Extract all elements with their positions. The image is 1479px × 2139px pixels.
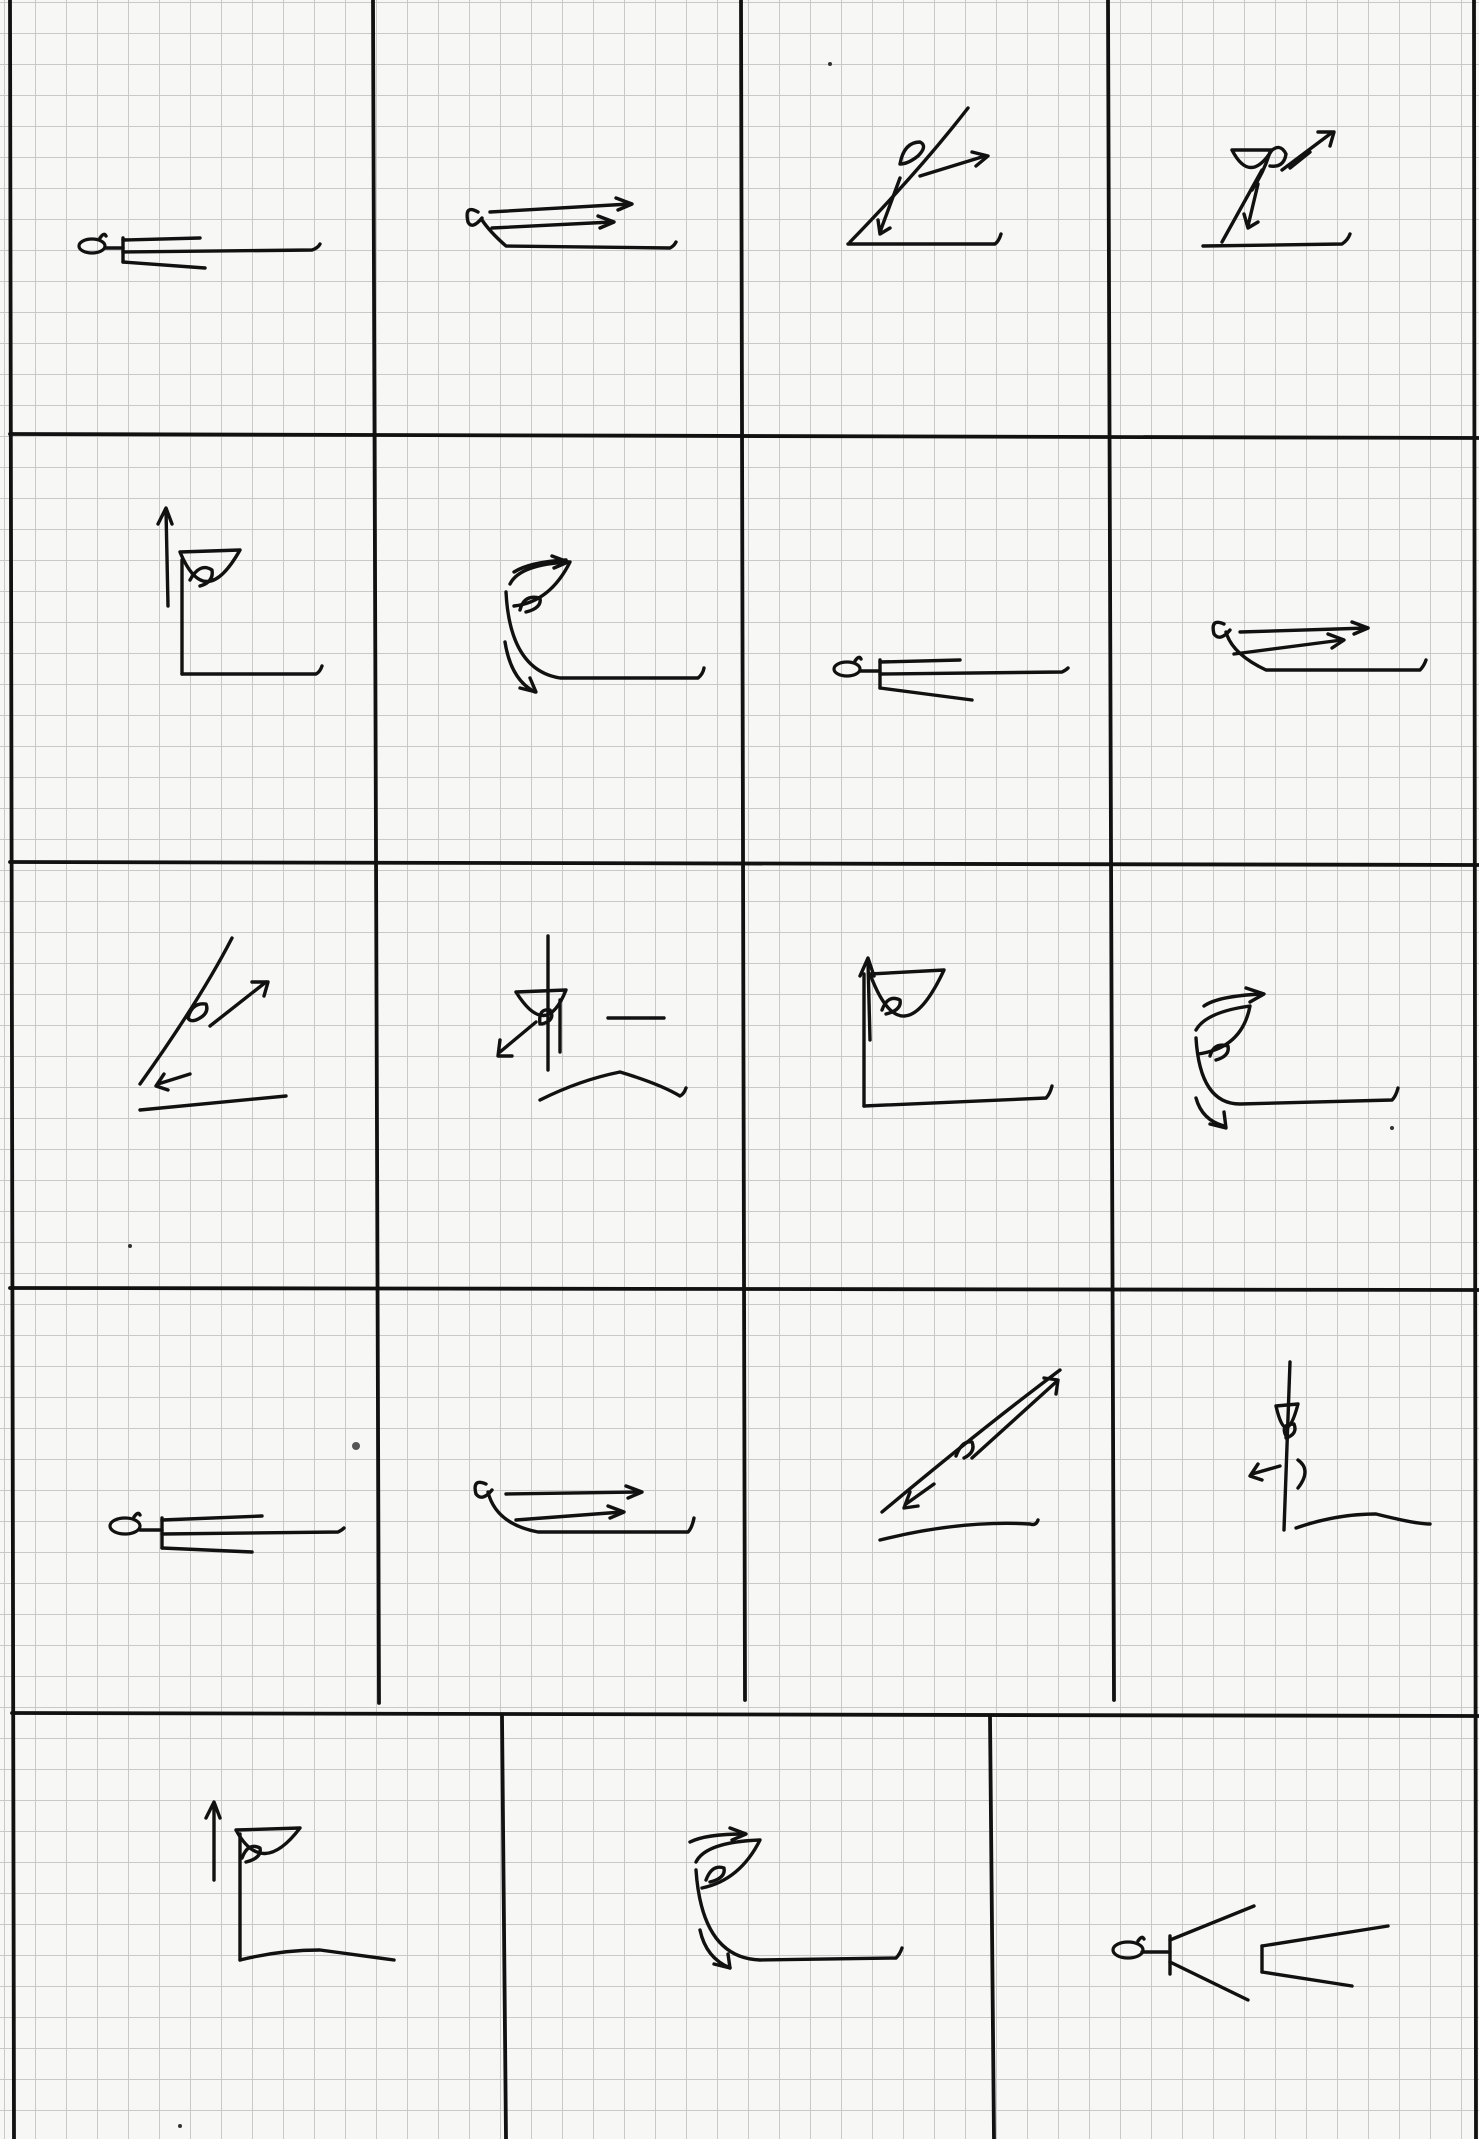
panel-16-figure (1250, 1362, 1430, 1530)
panel-7-figure (834, 657, 1068, 700)
panel-13-figure (110, 1513, 344, 1552)
frame-col-divider-row5-a (502, 1716, 506, 2139)
panel-15-figure (880, 1370, 1060, 1540)
frame-left-border (10, 0, 14, 2139)
panel-12-figure (1196, 988, 1398, 1128)
panel-frame-grid (10, 0, 1479, 2139)
panel-5-figure (158, 508, 322, 674)
stray-ink-marks (128, 62, 1394, 2128)
panel-2-figure (467, 198, 676, 248)
panel-4-figure (1203, 132, 1350, 246)
panel-17-figure (206, 1802, 394, 1960)
frame-col-divider-row1-4-a (373, 0, 379, 1703)
panel-8-figure (1213, 622, 1426, 670)
panel-10-figure (498, 936, 686, 1100)
panel-11-figure (860, 958, 1052, 1106)
panel-14-figure (475, 1482, 694, 1532)
panel-3-figure (848, 108, 1001, 244)
panel-18-figure (690, 1828, 902, 1968)
frame-col-divider-row1-4-c (1108, 0, 1114, 1700)
panel-9-figure (140, 938, 286, 1110)
frame-row-divider-1 (10, 434, 1479, 438)
panel-1-figure (79, 234, 320, 268)
panel-19-figure (1113, 1906, 1388, 2000)
frame-row-divider-4 (12, 1713, 1479, 1716)
panel-6-figure (505, 556, 704, 692)
frame-col-divider-row5-b (990, 1716, 994, 2139)
frame-right-border (1474, 0, 1476, 2139)
frame-col-divider-row1-4-b (741, 0, 745, 1700)
